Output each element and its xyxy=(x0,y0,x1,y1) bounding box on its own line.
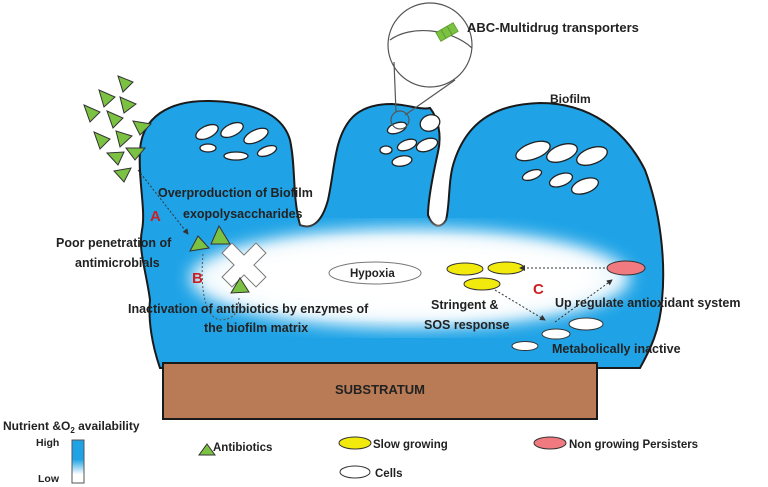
abc-transporters-label: ABC-Multidrug transporters xyxy=(467,20,639,35)
cells-middle-peak xyxy=(379,114,441,167)
antibiotic-icon xyxy=(210,224,231,245)
legend-gradient: Nutrient &O2 availability High Low xyxy=(3,419,140,485)
antibiotic-cluster xyxy=(83,75,153,183)
svg-text:Nutrient &O2 availability: Nutrient &O2 availability xyxy=(3,419,140,435)
legend-persister-icon xyxy=(533,436,567,450)
metabolically-inactive-label: Metabolically inactive xyxy=(552,342,681,356)
legend-antibiotic-icon xyxy=(198,443,216,456)
abc-transporter-icon xyxy=(435,22,459,42)
mechanism-b-marker: B xyxy=(192,270,203,287)
poor-penetration-label-line1: Poor penetration of xyxy=(56,236,172,250)
mechanism-c-marker: C xyxy=(533,281,544,298)
upregulate-label: Up regulate antioxidant system xyxy=(555,296,740,310)
legend-slow-growing-label: Slow growing xyxy=(373,439,448,451)
inactive-cells xyxy=(511,317,604,351)
legend-low-label: Low xyxy=(38,473,60,485)
legend-high-label: High xyxy=(36,437,59,449)
cells-right-lobe xyxy=(515,140,608,195)
mechanism-a-marker: A xyxy=(150,208,161,225)
stringent-label-line2: SOS response xyxy=(424,318,509,332)
cells-left-lobe xyxy=(195,121,278,161)
hypoxia-zone-marker xyxy=(328,261,422,285)
legend-slow-growing-icon xyxy=(338,436,372,450)
overproduction-label-line2: exopolysaccharides xyxy=(183,207,303,221)
inactivation-label-line1: Inactivation of antibiotics by enzymes o… xyxy=(128,302,369,316)
antibiotic-icon xyxy=(189,235,210,252)
legend-gradient-bar xyxy=(71,439,85,484)
legend-cells-label: Cells xyxy=(375,468,403,480)
legend-persisters-label: Non growing Persisters xyxy=(569,439,698,451)
legend-gradient-title: Nutrient &O xyxy=(3,419,70,433)
antibiotic-icon xyxy=(230,277,250,294)
magnifier xyxy=(387,2,473,130)
biofilm-label: Biofilm xyxy=(550,92,591,106)
legend-antibiotics-label: Antibiotics xyxy=(213,442,272,454)
persister-cell xyxy=(606,260,646,276)
substratum xyxy=(162,362,598,420)
substratum-label: SUBSTRATUM xyxy=(335,382,425,397)
hypoxia-label: Hypoxia xyxy=(350,268,395,280)
inactivation-label-line2: the biofilm matrix xyxy=(204,321,308,335)
poor-penetration-label-line2: antimicrobials xyxy=(75,256,160,270)
enzyme-cross-icon xyxy=(221,242,267,288)
overproduction-label-line1: Overproduction of Biofilm xyxy=(158,186,313,200)
legend-cells-icon xyxy=(339,465,371,479)
slow-growing-cells xyxy=(446,261,525,291)
stringent-label-line1: Stringent & xyxy=(431,298,498,312)
